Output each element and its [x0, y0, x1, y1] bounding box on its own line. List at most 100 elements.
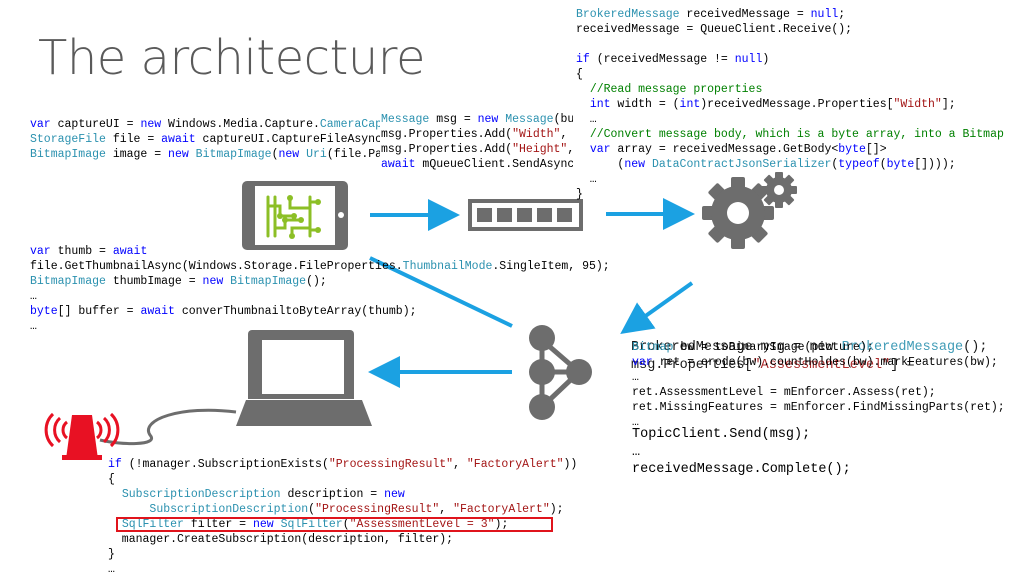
code-token: "AssessmentLevel" — [752, 357, 891, 373]
code-token: ; — [838, 8, 846, 21]
code-line: if (receivedMessage != null) — [576, 52, 1004, 67]
code-token: new — [202, 275, 224, 288]
code-token: [] buffer = — [57, 305, 141, 318]
code-line: BitmapImage image = new BitmapImage(new … — [30, 147, 380, 162]
code-token: Bitmap — [632, 341, 674, 354]
code-token — [108, 503, 149, 516]
code-token: … — [632, 371, 639, 384]
code-line: … — [632, 444, 851, 462]
code-token: int — [679, 98, 701, 111]
code-token: captureUI.CaptureFileAsync(CameraCapture… — [202, 133, 380, 146]
code-line: BrokeredMessage msg = new BrokeredMessag… — [631, 339, 987, 357]
code-line: if (!manager.SubscriptionExists("Process… — [108, 457, 577, 472]
code-token: ( — [271, 148, 279, 161]
code-line: BitmapImage thumbImage = new BitmapImage… — [30, 274, 610, 289]
code-token: msg = — [429, 113, 478, 126]
code-token: manager.CreateSubscription(description, … — [108, 533, 454, 546]
code-token: ThumbnailMode — [402, 260, 493, 273]
code-token: (buffer); — [553, 113, 573, 126]
code-token: var — [30, 118, 51, 131]
code-token: //Read message properties — [589, 83, 763, 96]
code-line: manager.CreateSubscription(description, … — [108, 532, 577, 547]
code-line — [576, 37, 1004, 52]
code-token: file.GetThumbnailAsync(Windows.Storage.F… — [30, 260, 403, 273]
code-token: array = receivedMessage.GetBody< — [610, 143, 839, 156]
code-token: "Width" — [893, 98, 942, 111]
code-token: new — [168, 148, 189, 161]
tablet-with-circuit-icon — [242, 181, 348, 250]
arrow-processing-to-topic — [620, 281, 694, 334]
code-token: await — [161, 133, 196, 146]
code-token: { — [576, 68, 583, 81]
code-line: msg.Properties.Add("Width", image.PixelW… — [381, 127, 573, 142]
code-line: Message msg = new Message(buffer); — [381, 112, 573, 127]
code-line: … — [632, 415, 1005, 430]
code-line: file.GetThumbnailAsync(Windows.Storage.F… — [30, 259, 610, 274]
code-token: await — [381, 158, 416, 171]
code-token: await — [112, 245, 148, 258]
code-token: msg.Properties.Add( — [381, 143, 513, 156]
code-token: msg.Properties[ — [631, 357, 753, 373]
code-token: BitmapImage — [30, 275, 106, 288]
code-token: CameraCaptureUI — [319, 118, 380, 131]
code-token: new — [252, 518, 274, 531]
code-line: (new DataContractJsonSerializer(typeof(b… — [576, 157, 1004, 172]
alarm-siren-icon — [44, 412, 120, 460]
code-token: typeof — [838, 158, 880, 171]
code-line: StorageFile file = await captureUI.Captu… — [30, 132, 380, 147]
code-line: TopicClient.Send(msg); — [632, 426, 851, 444]
line-tablet-to-topic — [369, 256, 513, 328]
code-token: SqlFilter — [280, 518, 343, 531]
code-line: ret.MissingFeatures = mEnforcer.FindMiss… — [632, 400, 1005, 415]
code-token: ( — [576, 158, 625, 171]
code-line: … — [30, 319, 610, 334]
code-token: new — [278, 148, 300, 161]
code-token: converThumbnailtoByteArray(thumb); — [174, 305, 417, 318]
code-token: null — [810, 8, 839, 21]
code-token: … — [30, 320, 37, 333]
code-token: Message — [505, 113, 554, 126]
code-token: if — [108, 458, 122, 471]
code-line: SubscriptionDescription description = ne… — [108, 487, 577, 502]
code-line: await mQueueClient.SendAsync(msg); — [381, 157, 573, 172]
code-token: null — [734, 53, 763, 66]
code-line: //Read message properties — [576, 82, 1004, 97]
code-token: ( — [342, 518, 350, 531]
code-token: Windows.Media.Capture. — [161, 118, 320, 131]
code-brokered-message-partial: BrokeredMessage msg = new BrokeredMessag… — [631, 339, 987, 374]
slide-title: The architecture — [38, 30, 425, 86]
message-queue-icon — [468, 199, 583, 231]
code-token: ret.MissingFeatures = mEnforcer.FindMiss… — [632, 401, 1005, 414]
code-token: byte — [886, 158, 915, 171]
code-token: .SingleItem, 95); — [492, 260, 610, 273]
code-token: , — [453, 458, 467, 471]
code-capture-photo: var captureUI = new Windows.Media.Captur… — [30, 117, 380, 162]
code-line: { — [108, 472, 577, 487]
code-token: filter = — [183, 518, 253, 531]
code-token: width = ( — [610, 98, 680, 111]
code-token: BitmapImage — [30, 148, 106, 161]
code-line: msg.Properties.Add("Height", image.Pixel… — [381, 142, 573, 157]
code-token: , — [439, 503, 454, 516]
code-token — [189, 148, 196, 161]
code-line: byte[] buffer = await converThumbnailtoB… — [30, 304, 610, 319]
code-token — [576, 83, 590, 96]
code-line: … — [576, 112, 1004, 127]
code-line: int width = (int)receivedMessage.Propert… — [576, 97, 1004, 112]
code-token: (receivedMessage != — [589, 53, 735, 66]
code-token: BrokeredMessage msg = new — [631, 340, 842, 355]
code-token: var — [632, 356, 653, 369]
sql-filter-highlight — [116, 517, 553, 532]
laptop-icon — [99, 330, 372, 446]
code-line: } — [576, 187, 1004, 202]
code-token — [576, 143, 590, 156]
code-token: new — [477, 113, 499, 126]
topic-fanout-icon — [529, 325, 592, 420]
code-token: receivedMessage.Complete(); — [632, 462, 851, 477]
code-token: ( — [831, 158, 839, 171]
code-token: { — [108, 473, 115, 486]
code-token: , image.PixelHeight); — [567, 143, 573, 156]
code-token: bw = toBinaryImage(picture); — [673, 341, 874, 354]
code-token: (); — [306, 275, 327, 288]
